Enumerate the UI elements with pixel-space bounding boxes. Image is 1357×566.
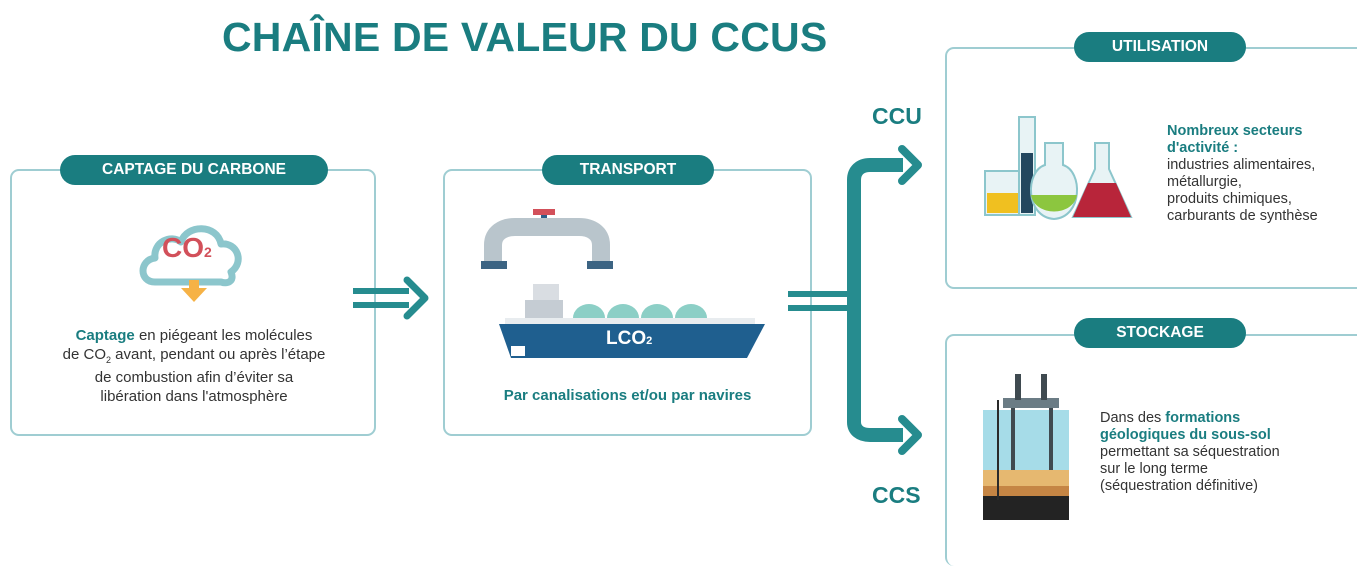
lng-ship-icon bbox=[499, 284, 765, 358]
transport-panel bbox=[443, 169, 812, 436]
lab-flasks-icon bbox=[984, 116, 1133, 221]
page-title: CHAÎNE DE VALEUR DU CCUS bbox=[222, 14, 828, 60]
utilisation-description: Nombreux secteurs d'activité : industrie… bbox=[1167, 123, 1318, 224]
ship-label: LCO2 bbox=[606, 328, 653, 349]
co2-cloud-icon bbox=[139, 225, 242, 302]
stockage-description: Dans des formations géologiques du sous-… bbox=[1100, 410, 1280, 494]
utilisation-pill: UTILISATION bbox=[1074, 32, 1246, 62]
branch-arrow-icon bbox=[788, 145, 922, 455]
capture-panel bbox=[10, 169, 376, 436]
offshore-platform-icon bbox=[983, 374, 1069, 520]
co2-cloud-label: CO2 bbox=[162, 232, 212, 263]
transport-pill: TRANSPORT bbox=[542, 155, 714, 185]
arrow-capture-to-transport-icon bbox=[353, 276, 429, 320]
ccs-label: CCS bbox=[872, 482, 921, 508]
transport-caption: Par canalisations et/ou par navires bbox=[503, 387, 752, 404]
stockage-pill: STOCKAGE bbox=[1074, 318, 1246, 348]
pipeline-icon bbox=[481, 209, 613, 269]
capture-pill: CAPTAGE DU CARBONE bbox=[60, 155, 328, 185]
ccu-label: CCU bbox=[872, 103, 922, 129]
capture-description: Captage en piégeant les molécules de CO2… bbox=[62, 327, 326, 405]
